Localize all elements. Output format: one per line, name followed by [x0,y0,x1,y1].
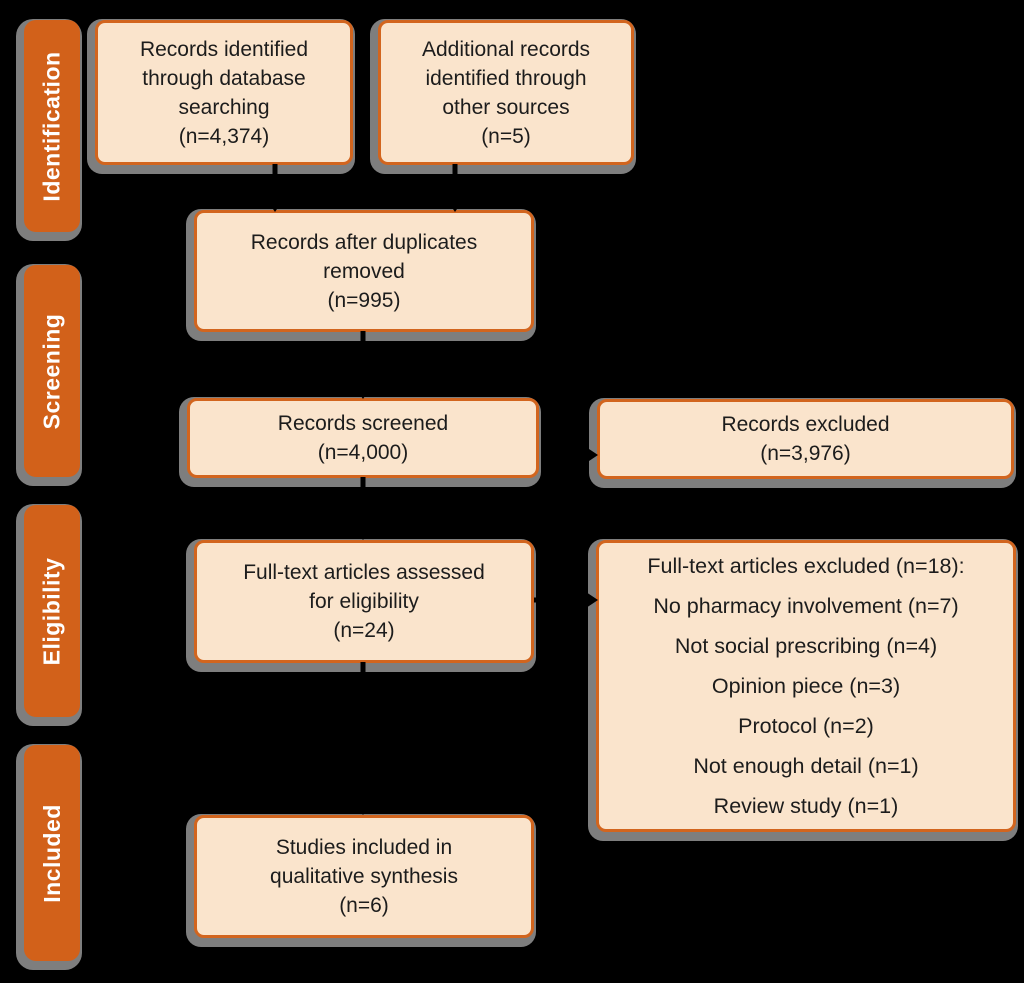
box-duplicates-removed: Records after duplicates removed (n=995) [194,210,534,332]
stage-bar-screening: Screening [24,265,80,477]
stage-label-eligibility: Eligibility [38,557,65,665]
stage-label-screening: Screening [38,313,65,429]
arrow-screened-to-excluded [541,447,598,463]
arrow-screened-to-fulltext [355,477,371,540]
arrow-fulltext-to-ft-excluded [534,592,598,608]
arrow-duplicates-to-screened [355,331,371,399]
box-additional-records: Additional records identified through ot… [378,20,634,165]
box-studies-included: Studies included in qualitative synthesi… [194,815,534,938]
box-fulltext-excluded: Full-text articles excluded (n=18): No p… [596,540,1016,832]
stage-label-identification: Identification [38,50,65,202]
stage-bar-included: Included [24,745,80,961]
arrow-fulltext-to-included [355,662,371,815]
box-records-excluded: Records excluded (n=3,976) [597,399,1014,479]
stage-label-included: Included [38,803,65,903]
stage-bar-eligibility: Eligibility [24,505,80,717]
arrow-identified-to-duplicates [267,164,283,212]
box-records-identified: Records identified through database sear… [95,20,353,165]
arrow-additional-to-duplicates [447,164,463,212]
box-fulltext-assessed: Full-text articles assessed for eligibil… [194,540,534,663]
stage-bar-identification: Identification [24,20,80,232]
box-records-screened: Records screened (n=4,000) [187,398,539,478]
